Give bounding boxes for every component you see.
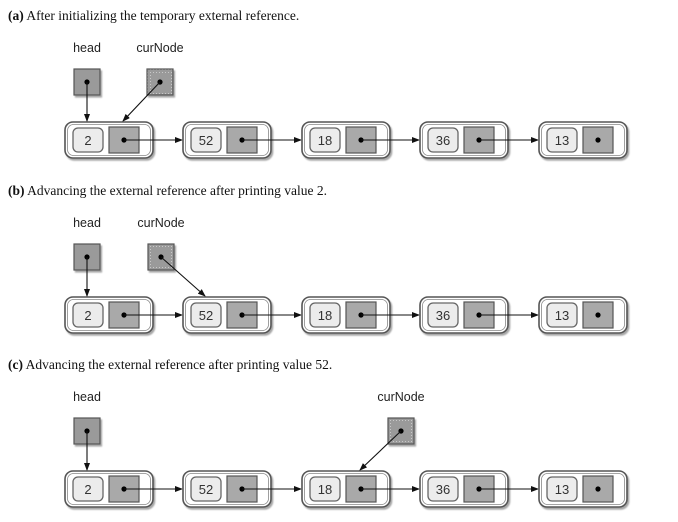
node-value-cell — [309, 476, 341, 502]
curnode-label: curNode — [136, 41, 183, 55]
caption-c-text: Advancing the external reference after p… — [25, 357, 333, 372]
node-value: 52 — [199, 308, 213, 323]
node-value: 18 — [318, 133, 332, 148]
list-node: 13 — [538, 296, 628, 334]
list-node: 52 — [182, 296, 302, 334]
list-node: 18 — [301, 296, 420, 334]
caption-c-label: (c) — [8, 357, 23, 372]
node-value-cell — [72, 476, 104, 502]
node-value: 36 — [436, 133, 450, 148]
node-link-dot — [595, 137, 601, 143]
curnode-label: curNode — [377, 390, 424, 404]
caption-b-text: Advancing the external reference after p… — [27, 183, 327, 198]
node-value-cell — [190, 476, 222, 502]
panel-a: 2 52 18 36 13 head curNode — [64, 41, 628, 159]
list-node: 18 — [301, 121, 420, 159]
list-node: 2 — [64, 470, 183, 508]
node-value-cell — [190, 127, 222, 153]
list-node: 52 — [182, 470, 302, 508]
curnode-arrow — [122, 81, 161, 122]
node-value-cell — [72, 302, 104, 328]
node-link-dot — [595, 312, 601, 318]
list-node: 18 — [301, 470, 420, 508]
node-value: 36 — [436, 482, 450, 497]
caption-a-text: After initializing the temporary externa… — [26, 8, 300, 23]
node-value: 13 — [555, 482, 569, 497]
panel-c: 2 52 18 36 13 head curNode — [64, 390, 628, 508]
node-link-cell — [463, 301, 495, 329]
node-value-cell — [309, 127, 341, 153]
caption-a-label: (a) — [8, 8, 24, 23]
caption-b: (b) Advancing the external reference aft… — [8, 183, 327, 199]
node-value: 52 — [199, 482, 213, 497]
curnode-arrow — [359, 430, 402, 471]
panel-b: 2 52 18 36 13 head curNode — [64, 216, 628, 334]
node-value-cell — [427, 127, 459, 153]
list-node: 2 — [64, 121, 183, 159]
node-value-cell — [309, 302, 341, 328]
list-node: 36 — [419, 296, 539, 334]
node-inner-outline — [541, 299, 625, 331]
list-node: 36 — [419, 470, 539, 508]
caption-c: (c) Advancing the external reference aft… — [8, 357, 332, 373]
node-value: 13 — [555, 133, 569, 148]
curnode-label: curNode — [137, 216, 184, 230]
list-node: 52 — [182, 121, 302, 159]
node-value-cell — [546, 476, 578, 502]
node-value: 2 — [84, 482, 91, 497]
node-value-cell — [427, 302, 459, 328]
curnode-arrow — [160, 256, 206, 297]
node-link-dot — [595, 486, 601, 492]
node-value: 52 — [199, 133, 213, 148]
node-value-cell — [546, 302, 578, 328]
node-value-cell — [427, 476, 459, 502]
caption-b-label: (b) — [8, 183, 25, 198]
node-value-cell — [72, 127, 104, 153]
list-node: 13 — [538, 121, 628, 159]
node-inner-outline — [541, 124, 625, 156]
head-label: head — [73, 390, 101, 404]
node-value: 13 — [555, 308, 569, 323]
list-node: 13 — [538, 470, 628, 508]
list-node: 2 — [64, 296, 183, 334]
node-value: 36 — [436, 308, 450, 323]
node-value-cell — [546, 127, 578, 153]
node-value: 18 — [318, 482, 332, 497]
node-value-cell — [190, 302, 222, 328]
caption-a: (a) After initializing the temporary ext… — [8, 8, 299, 24]
node-value: 18 — [318, 308, 332, 323]
head-label: head — [73, 216, 101, 230]
node-inner-outline — [541, 473, 625, 505]
node-value: 2 — [84, 133, 91, 148]
head-label: head — [73, 41, 101, 55]
node-value: 2 — [84, 308, 91, 323]
list-node: 36 — [419, 121, 539, 159]
